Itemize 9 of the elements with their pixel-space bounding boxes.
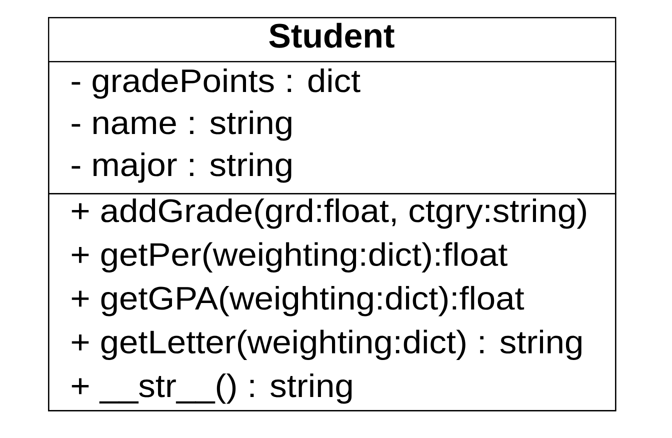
- method-text: + getLetter(weighting:dict) : string: [72, 330, 582, 360]
- method-text: + getPer(weighting:dict):float: [72, 242, 508, 272]
- method-text: + addGrade(grd:float, ctgry:string): [72, 198, 586, 229]
- method-text: + __str__() : string: [72, 373, 352, 404]
- attribute-text: - gradePoints : dict: [72, 68, 360, 99]
- class-name: Student: [269, 22, 394, 48]
- attribute-text: - major : string: [72, 152, 292, 183]
- method-text: + getGPA(weighting:dict):float: [72, 286, 524, 316]
- attribute-text: - name : string: [72, 110, 292, 141]
